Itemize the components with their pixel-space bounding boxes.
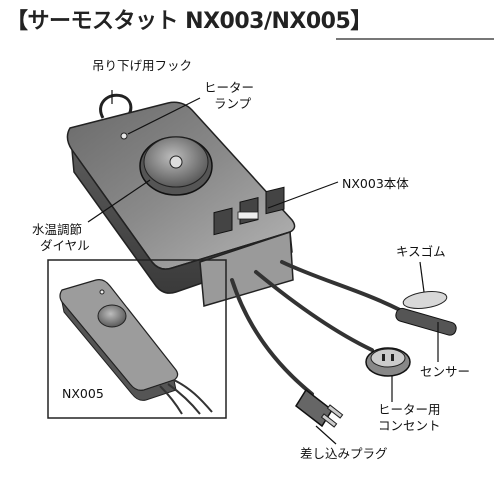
sensor-probe	[395, 307, 457, 336]
title-underline	[336, 38, 494, 40]
label-nx003-body: NX003本体	[342, 176, 409, 191]
label-nx005: NX005	[62, 386, 104, 401]
label-sensor: センサー	[420, 364, 471, 379]
page-title: 【サーモスタット NX003/NX005】	[6, 9, 372, 34]
power-plug	[295, 388, 344, 428]
leader-lines	[87, 90, 439, 445]
heater-outlet	[365, 347, 411, 377]
cables	[230, 260, 402, 396]
label-heater-lamp-line2: ランプ	[214, 96, 252, 111]
label-outlet-line1: ヒーター用	[378, 402, 441, 417]
nx005-inset	[47, 259, 227, 419]
label-dial-line1: 水温調節	[32, 222, 83, 237]
label-suction-cup: キスゴム	[396, 244, 446, 259]
label-outlet-line2: コンセント	[378, 418, 441, 433]
label-hook: 吊り下げ用フック	[92, 58, 193, 73]
label-heater-lamp-line1: ヒーター	[204, 80, 255, 95]
label-dial-line2: ダイヤル	[40, 238, 90, 253]
suction-cup	[402, 291, 448, 309]
temperature-dial	[139, 136, 213, 196]
label-plug: 差し込みプラグ	[300, 446, 388, 461]
